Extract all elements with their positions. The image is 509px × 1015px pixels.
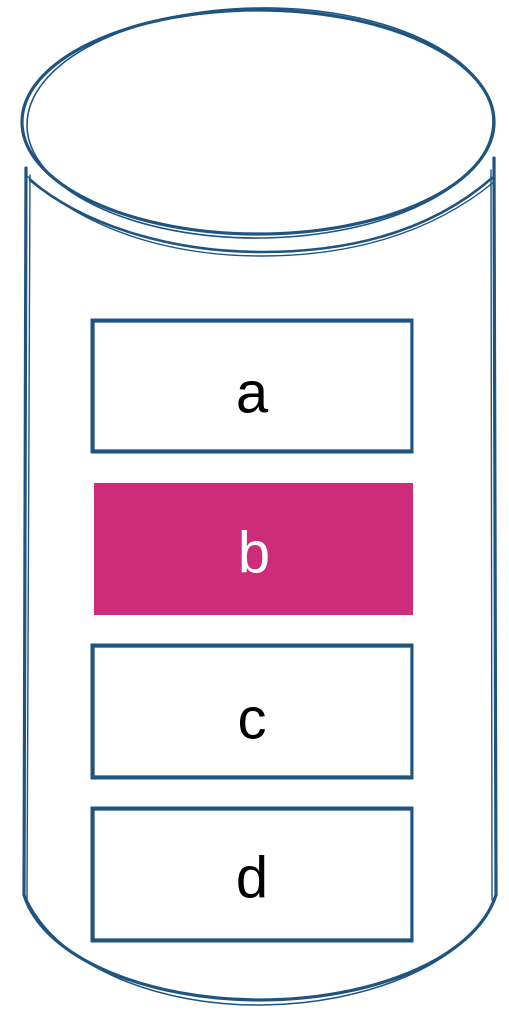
cylinder-rim-arc-sketch bbox=[27, 176, 494, 256]
item-label-c: c bbox=[238, 687, 267, 752]
item-box-c: c bbox=[92, 645, 412, 778]
cylinder-right-side bbox=[494, 158, 496, 895]
cylinder-left-side bbox=[24, 168, 26, 895]
item-label-b: b bbox=[238, 521, 270, 586]
cylinder-rim-arc bbox=[30, 178, 492, 252]
item-label-a: a bbox=[236, 361, 269, 426]
item-list: a b c d bbox=[92, 320, 413, 941]
item-label-d: d bbox=[236, 846, 268, 911]
item-box-d: d bbox=[92, 808, 412, 941]
cylinder-left-side-sketch bbox=[27, 175, 30, 900]
item-box-a: a bbox=[92, 320, 412, 452]
item-box-b: b bbox=[94, 483, 413, 615]
cylinder-right-side-sketch bbox=[491, 170, 492, 900]
